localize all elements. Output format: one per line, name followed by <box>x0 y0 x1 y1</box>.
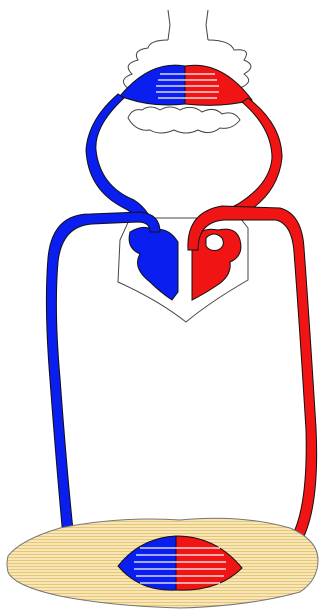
lung-capillary-red <box>185 65 252 105</box>
heart <box>118 218 248 322</box>
lung-capillaries <box>120 65 252 105</box>
lung-lower-outline <box>128 107 240 133</box>
trachea-outline <box>168 10 208 40</box>
heart-valve-left <box>206 234 223 251</box>
